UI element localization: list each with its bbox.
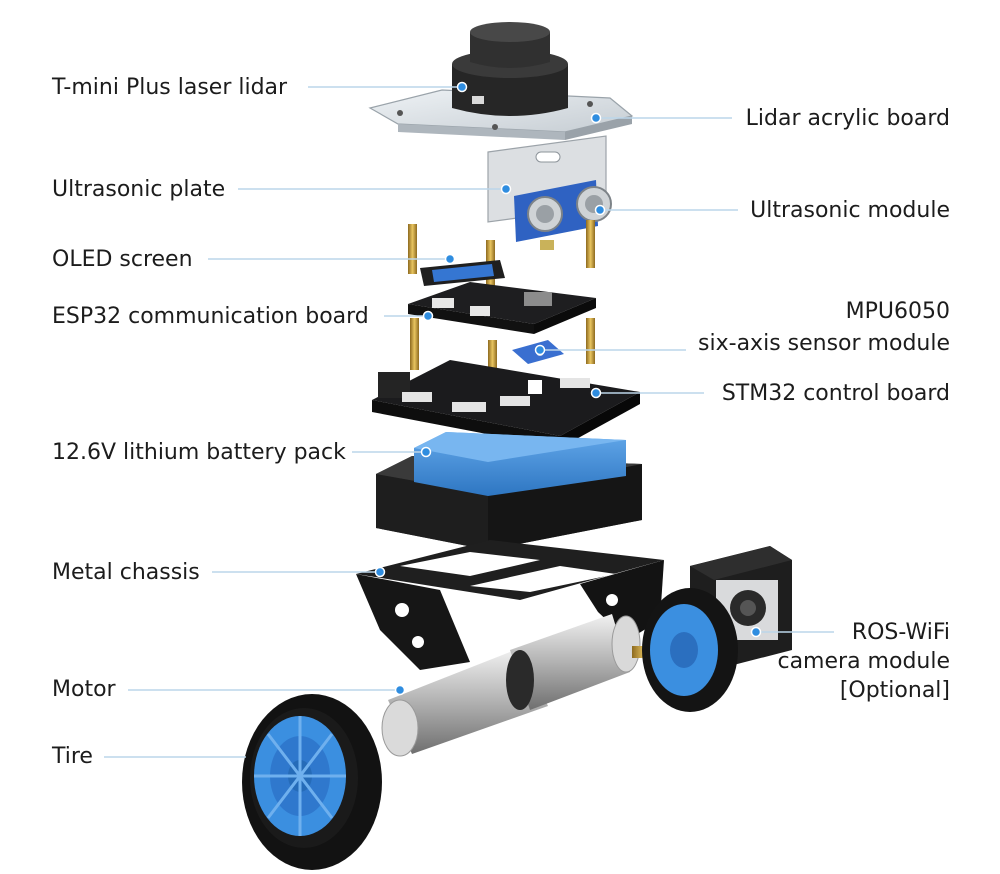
label-ultrasonic-module: Ultrasonic module [750, 198, 950, 223]
rear-wheel [642, 588, 738, 712]
label-battery-pack: 12.6V lithium battery pack [52, 440, 346, 465]
metal-chassis [356, 540, 664, 670]
label-camera-line1: ROS-WiFi [851, 620, 950, 645]
label-mpu6050-line1: MPU6050 [845, 299, 950, 324]
label-ultrasonic-plate: Ultrasonic plate [52, 177, 226, 202]
motors [381, 614, 658, 757]
leader-lines [104, 86, 834, 758]
leader-dots [374, 81, 762, 696]
label-lidar-board: Lidar acrylic board [745, 106, 950, 131]
label-esp32-board: ESP32 communication board [52, 304, 369, 329]
label-stm32-board: STM32 control board [721, 381, 950, 406]
battery-pack [414, 432, 626, 496]
oled-screen [420, 260, 505, 286]
label-oled-screen: OLED screen [52, 247, 193, 272]
brass-standoffs-mid [410, 318, 595, 390]
label-lidar: T-mini Plus laser lidar [52, 75, 288, 100]
lidar-unit [452, 22, 568, 116]
label-motor: Motor [52, 677, 116, 702]
label-mpu6050-line2: six-axis sensor module [698, 331, 950, 356]
front-wheel [242, 694, 382, 870]
esp32-board [408, 282, 596, 334]
label-metal-chassis: Metal chassis [52, 560, 200, 585]
label-tire: Tire [52, 744, 93, 769]
label-camera-line2: camera module [777, 649, 950, 674]
label-camera-line3: [Optional] [839, 678, 950, 703]
